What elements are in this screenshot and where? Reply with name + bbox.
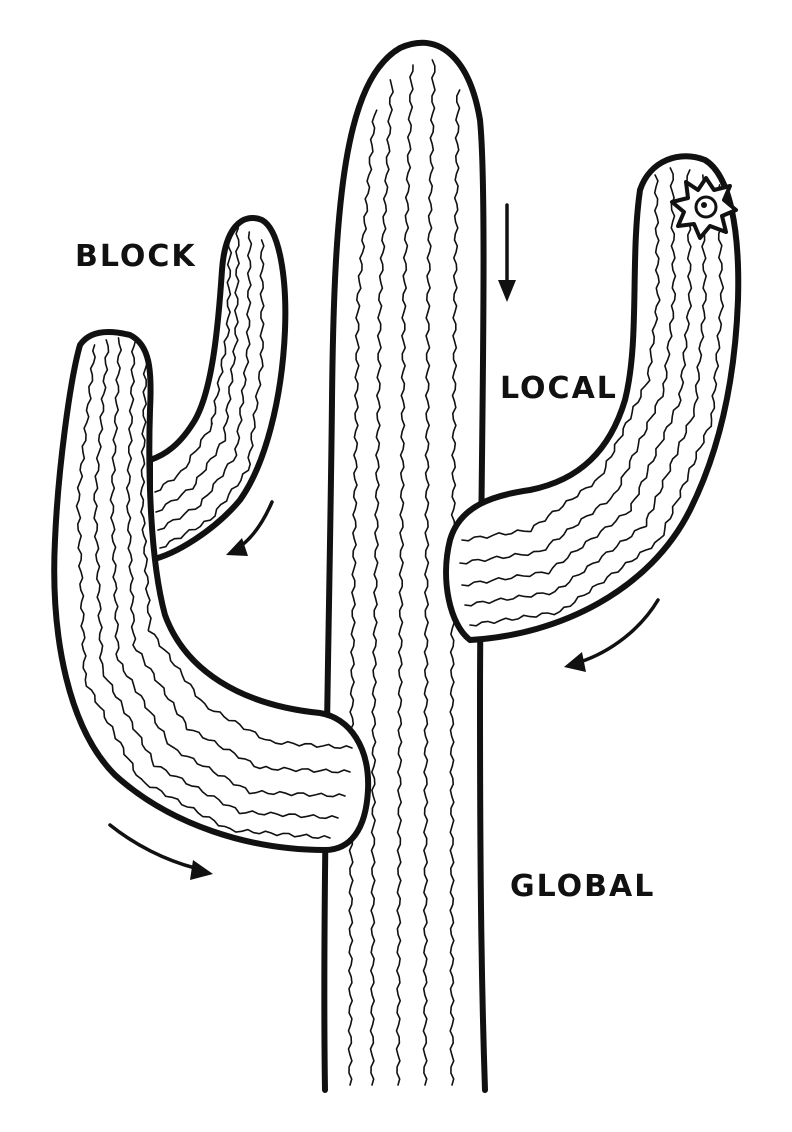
right-arm-rib (461, 169, 693, 587)
lower-left-arm-rib (139, 349, 353, 750)
block-label: BLOCK (75, 239, 197, 274)
right-arm-arrow (564, 598, 660, 672)
right-arm (443, 153, 742, 643)
lower-left-arm (51, 329, 372, 853)
block-arrow (226, 500, 274, 556)
upper-left-arm-rib (159, 239, 265, 549)
lower-left-arm-rib (75, 344, 331, 840)
trunk-rib (422, 59, 436, 1086)
trunk-rib (369, 79, 394, 1086)
upper-left-arm-rib (155, 227, 240, 513)
right-arm-rib (464, 174, 708, 607)
right-arm-rib (461, 174, 661, 542)
lower-left-arm-rib (109, 337, 346, 798)
global-arrow (108, 823, 213, 880)
upper-left-arm-rib (157, 231, 253, 531)
right-arm-rib (459, 167, 677, 565)
trunk-rib (395, 64, 414, 1086)
lower-left-arm-rib (125, 339, 351, 774)
upper-left-arm-rib (154, 234, 233, 493)
local-label: LOCAL (500, 371, 618, 406)
upper-left-arm (147, 215, 289, 563)
trunk-rib (347, 109, 378, 1086)
global-label: GLOBAL (510, 869, 656, 904)
lower-left-arm-rib (93, 339, 339, 820)
flower-icon (670, 176, 738, 240)
local-arrow (498, 203, 516, 302)
right-arm-rib (469, 184, 725, 627)
